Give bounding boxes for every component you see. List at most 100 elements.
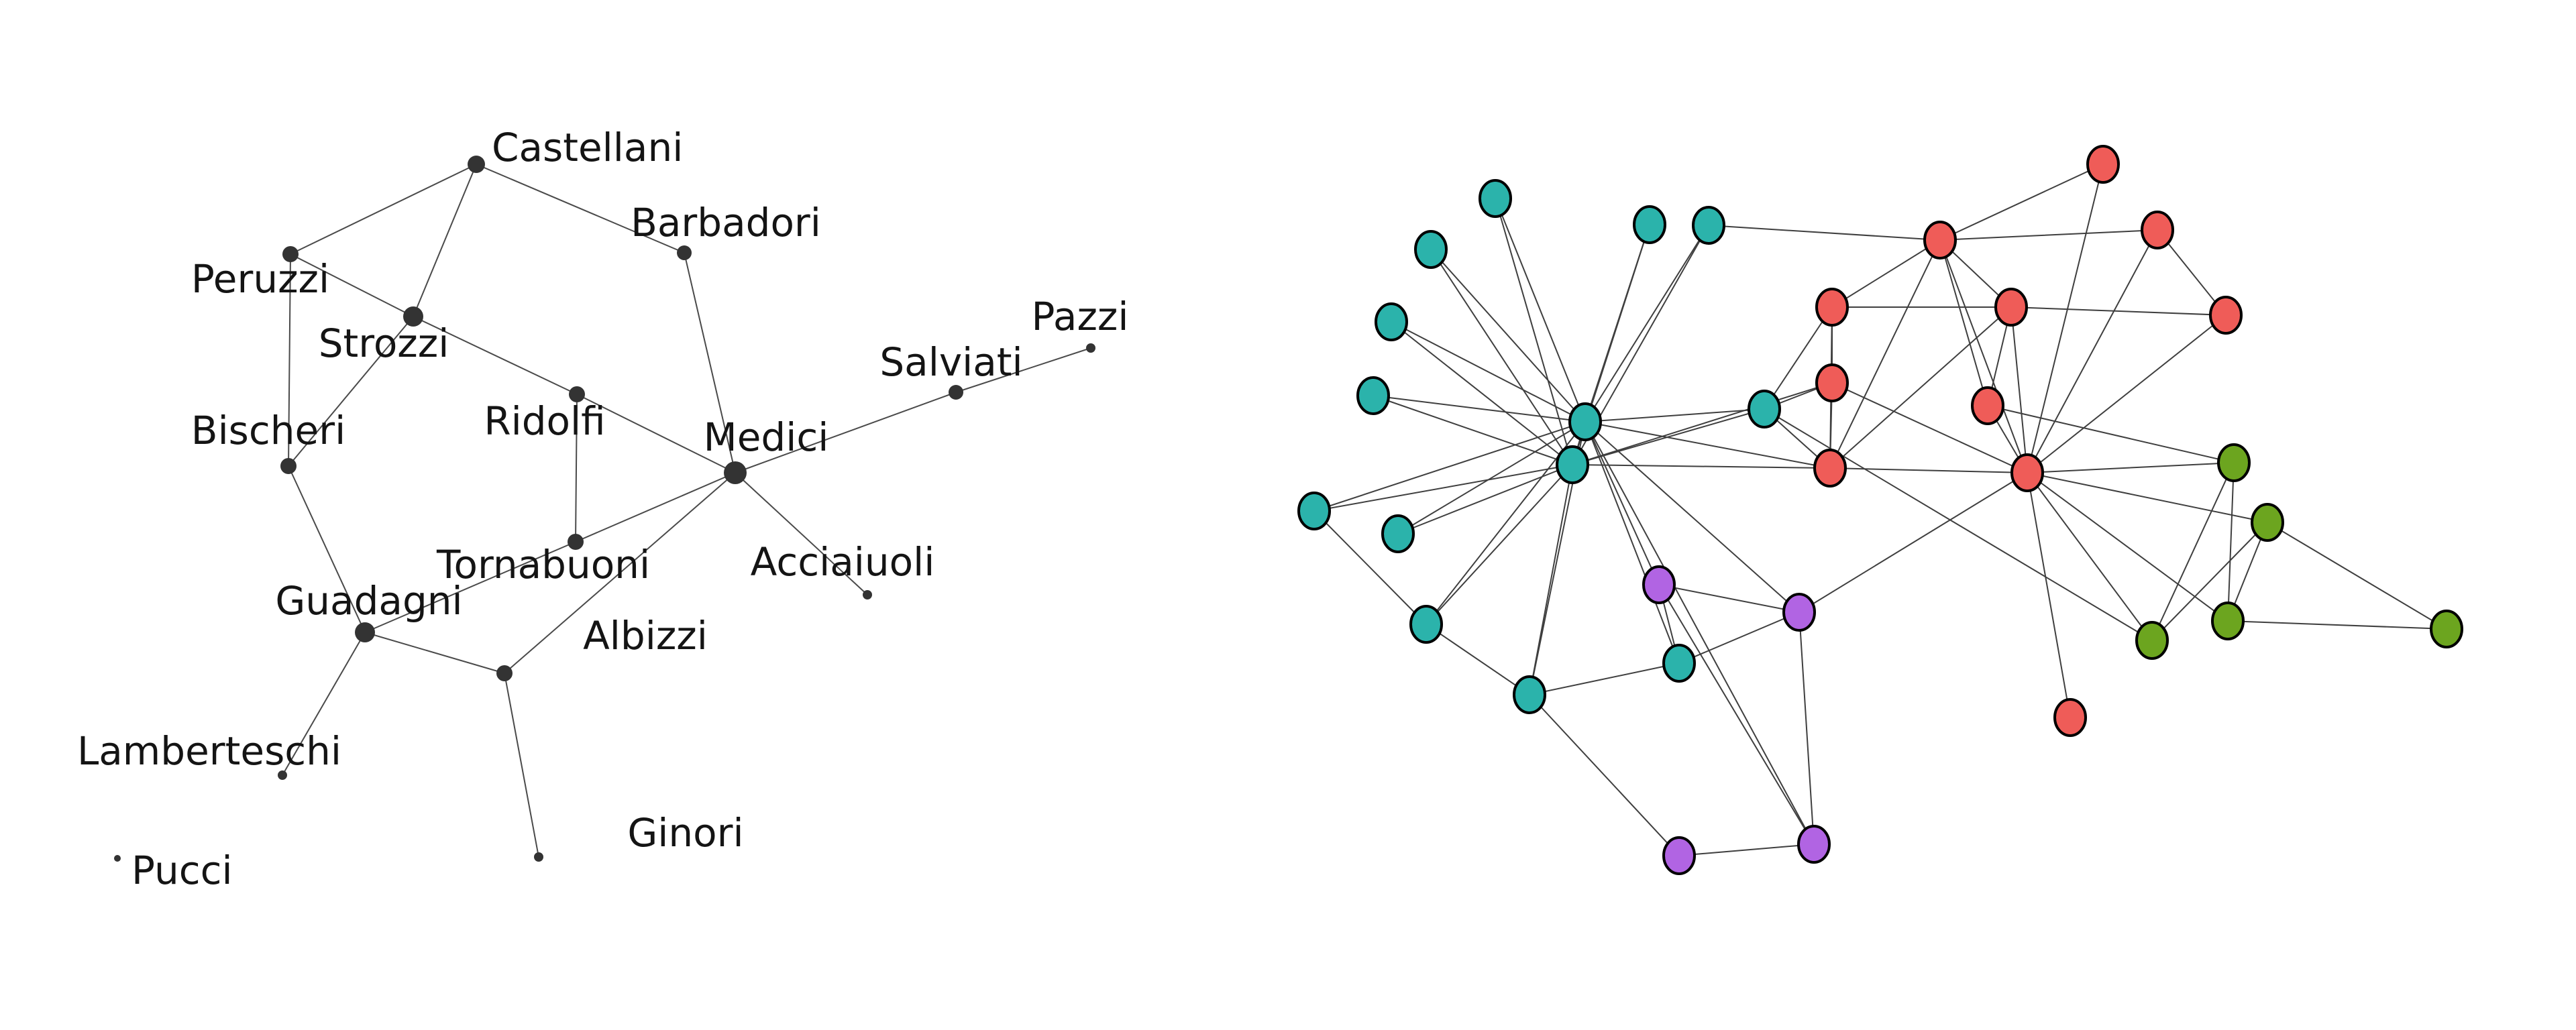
graph-node-T1 — [1479, 179, 1512, 218]
node-label-Lamberteschi: Lamberteschi — [77, 728, 341, 774]
graph-node-P3 — [1662, 836, 1696, 875]
node-label-Guadagni: Guadagni — [275, 578, 462, 624]
graph-edge-Albizzi-Medici — [504, 472, 736, 674]
graph-node-T8 — [1748, 390, 1781, 428]
node-label-Barbadori: Barbadori — [631, 200, 821, 245]
graph-edge-T2-T7 — [1430, 249, 1586, 422]
graph-edge-T5-T7 — [1391, 321, 1586, 422]
graph-node-T5 — [1375, 302, 1408, 341]
graph-edge-Strozzi-Bischeri — [288, 316, 414, 467]
graph-node-T11 — [1381, 514, 1415, 553]
graph-node-P1 — [1642, 565, 1676, 604]
graph-edge-P1-T7 — [1585, 421, 1660, 585]
graph-node-T9 — [1556, 445, 1589, 484]
graph-edge-T11-T9 — [1397, 464, 1573, 534]
graph-edge-T11-T7 — [1397, 421, 1586, 534]
graph-edge-P3-P4 — [1678, 844, 1815, 856]
graph-node-Tornabuoni — [568, 534, 584, 550]
graph-node-T7 — [1568, 402, 1602, 441]
graph-edge-G1-G4 — [2227, 462, 2235, 622]
graph-node-Strozzi — [403, 306, 423, 327]
graph-edge-Guadagni-Albizzi — [364, 632, 505, 674]
graph-edge-T1-T9 — [1495, 198, 1573, 465]
graph-edge-R2-R10 — [1939, 239, 2028, 473]
graph-edge-P4-T7 — [1585, 421, 1815, 845]
node-label-Acciaiuoli: Acciaiuoli — [751, 539, 935, 585]
graph-edge-R6-R10 — [2027, 314, 2226, 473]
graph-edge-Peruzzi-Strozzi — [290, 253, 414, 317]
graph-node-Ridolfi — [569, 386, 585, 402]
graph-edge-Peruzzi-Bischeri — [288, 253, 291, 467]
node-label-Strozzi: Strozzi — [319, 321, 449, 366]
graph-node-P4 — [1797, 825, 1831, 864]
graph-node-R5 — [1994, 288, 2028, 327]
graph-node-R7 — [1815, 363, 1849, 402]
graph-edge-P1-P2 — [1658, 584, 1800, 613]
graph-node-R8 — [1971, 386, 2004, 425]
graph-node-Pucci — [114, 855, 121, 862]
graph-edge-T8-T7 — [1585, 408, 1765, 422]
graph-node-Salviati — [949, 385, 963, 400]
graph-edge-T13-P3 — [1529, 694, 1680, 856]
node-label-Peruzzi: Peruzzi — [191, 256, 329, 302]
graph-edge-R9-R10 — [1829, 467, 2028, 473]
graph-node-G1 — [2217, 443, 2251, 482]
graph-node-Lamberteschi — [278, 770, 287, 780]
graph-node-R1 — [2086, 145, 2120, 184]
graph-edge-R7-R10 — [1831, 382, 2028, 473]
graph-edge-R5-R9 — [1829, 306, 2012, 469]
graph-edge-Castellani-Barbadori — [476, 164, 685, 253]
graph-edge-T8-G3 — [1764, 408, 2153, 641]
graph-node-Peruzzi — [282, 246, 299, 262]
graph-node-T4 — [1692, 206, 1725, 245]
graph-edge-R3-R10 — [2027, 229, 2158, 473]
graph-node-R3 — [2141, 211, 2174, 249]
graph-edge-Guadagni-Lamberteschi — [282, 632, 366, 776]
node-label-Pazzi: Pazzi — [1032, 294, 1129, 339]
graph-edge-R9-T9 — [1572, 464, 1831, 469]
graph-edge-R2-R4 — [1831, 239, 1941, 308]
graph-edge-T14-T7 — [1585, 421, 1680, 664]
graph-edge-R9-T7 — [1585, 421, 1831, 469]
graph-node-P2 — [1782, 593, 1816, 632]
graph-edge-R1-R10 — [2027, 164, 2104, 473]
graph-edge-R10-G3 — [2027, 472, 2153, 641]
graph-edge-Medici-Acciaiuoli — [735, 472, 868, 595]
graph-edge-R5-R6 — [2010, 306, 2226, 316]
node-label-Bischeri: Bischeri — [191, 408, 345, 453]
graph-node-R2 — [1923, 221, 1957, 260]
graph-node-Medici — [724, 461, 747, 484]
graph-edge-Ridolfi-Tornabuoni — [575, 394, 578, 542]
graph-node-T13 — [1513, 675, 1546, 714]
graph-edge-R2-R1 — [1939, 164, 2104, 241]
graph-node-Barbadori — [677, 245, 692, 260]
node-label-Ridolfi: Ridolfi — [484, 398, 605, 444]
graph-edge-T4-T7 — [1585, 225, 1709, 422]
graph-edge-Castellani-Strozzi — [413, 164, 477, 317]
graph-edge-Guadagni-Tornabuoni — [364, 541, 576, 633]
graph-node-Bischeri — [280, 458, 297, 474]
graph-edge-T4-R2 — [1708, 225, 1941, 241]
graph-edge-G2-G5 — [2267, 522, 2447, 630]
node-label-Castellani: Castellani — [492, 125, 683, 170]
graph-node-G3 — [2135, 621, 2169, 660]
graph-edge-T6-T7 — [1373, 395, 1586, 422]
graph-node-Castellani — [468, 156, 485, 173]
graph-edge-T12-T13 — [1426, 624, 1530, 695]
node-label-Albizzi: Albizzi — [583, 613, 708, 659]
graph-edge-T13-T14 — [1529, 663, 1680, 695]
florentine-network-panel: CastellaniBarbadoriPeruzziStrozziRidolfi… — [77, 125, 1129, 893]
graph-edge-P2-T7 — [1585, 421, 1800, 613]
graph-edge-T14-P2 — [1678, 612, 1800, 664]
graph-node-G5 — [2430, 610, 2463, 648]
graph-edge-Tornabuoni-Medici — [575, 472, 736, 542]
node-label-Ginori: Ginori — [627, 810, 743, 856]
graph-edge-Ridolfi-Medici — [576, 394, 736, 473]
graph-edge-T2-T9 — [1430, 249, 1573, 465]
graph-node-T14 — [1662, 644, 1696, 683]
graph-node-Ginori — [534, 852, 543, 862]
graph-edge-Bischeri-Guadagni — [288, 465, 366, 633]
graph-edge-T13-T9 — [1529, 464, 1573, 695]
